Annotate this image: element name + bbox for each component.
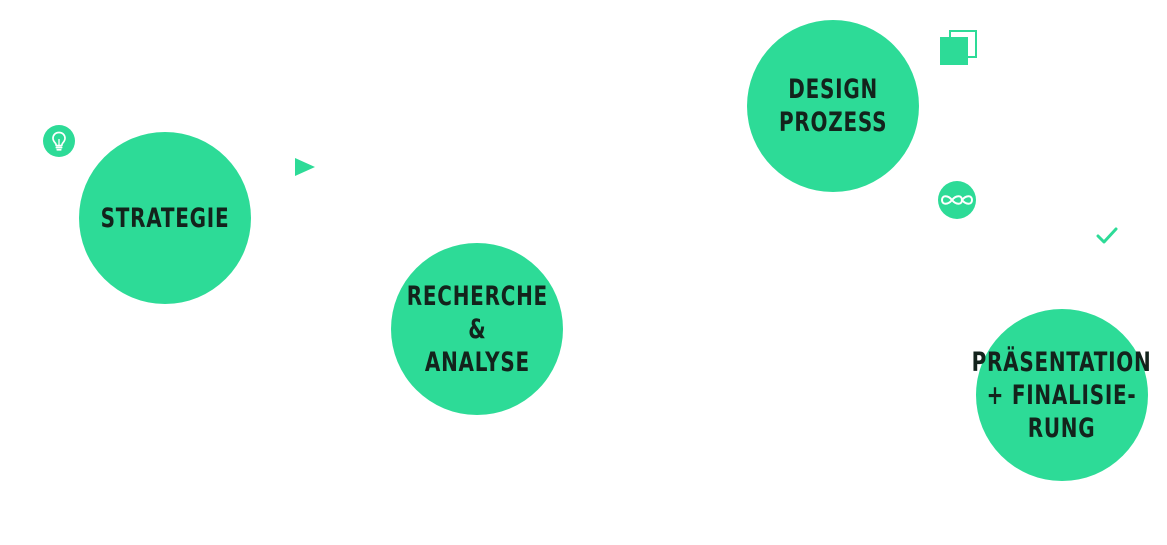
step-circle-praesentation: PRÄSENTATION + FINALISIE- RUNG bbox=[972, 309, 1151, 481]
step-label-design: DESIGN PROZESS bbox=[778, 74, 888, 138]
lightbulb-icon bbox=[43, 125, 75, 157]
check-icon bbox=[1096, 227, 1118, 244]
step-label-recherche: RECHERCHE & ANALYSE bbox=[406, 280, 548, 378]
step-circle-design: DESIGN PROZESS bbox=[747, 20, 919, 192]
step-label-praesentation: PRÄSENTATION + FINALISIE- RUNG bbox=[972, 346, 1152, 444]
step-circle-strategie: STRATEGIE bbox=[79, 132, 251, 304]
step-label-strategie: STRATEGIE bbox=[100, 202, 230, 234]
copy-icon bbox=[940, 30, 977, 65]
play-icon bbox=[295, 158, 315, 176]
step-circle-recherche: RECHERCHE & ANALYSE bbox=[391, 243, 563, 415]
infinity-icon bbox=[938, 181, 976, 219]
